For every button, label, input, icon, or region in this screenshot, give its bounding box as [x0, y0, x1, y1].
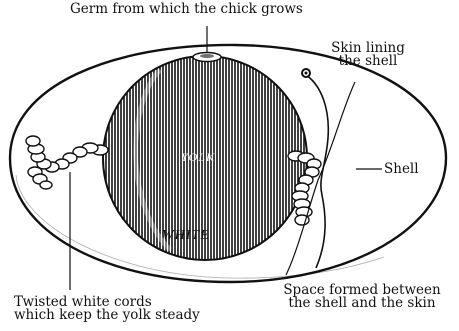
space-label: Space formed between the shell and the s… [268, 284, 456, 310]
white-label: WHITE [162, 228, 210, 244]
shell-label: Shell [384, 163, 419, 176]
skin-lining-label-line2: the shell [318, 55, 418, 68]
germ-label: Germ from which the chick grows [70, 3, 303, 16]
space-label-line2: the shell and the skin [268, 297, 456, 310]
left-twisted-cord [26, 136, 108, 189]
yolk-label: YOLK [181, 150, 215, 165]
twisted-cords-label-line2: which keep the yolk steady [14, 309, 200, 322]
skin-lining-label: Skin lining the shell [318, 42, 418, 68]
twisted-cords-label: Twisted white cords which keep the yolk … [14, 296, 200, 322]
